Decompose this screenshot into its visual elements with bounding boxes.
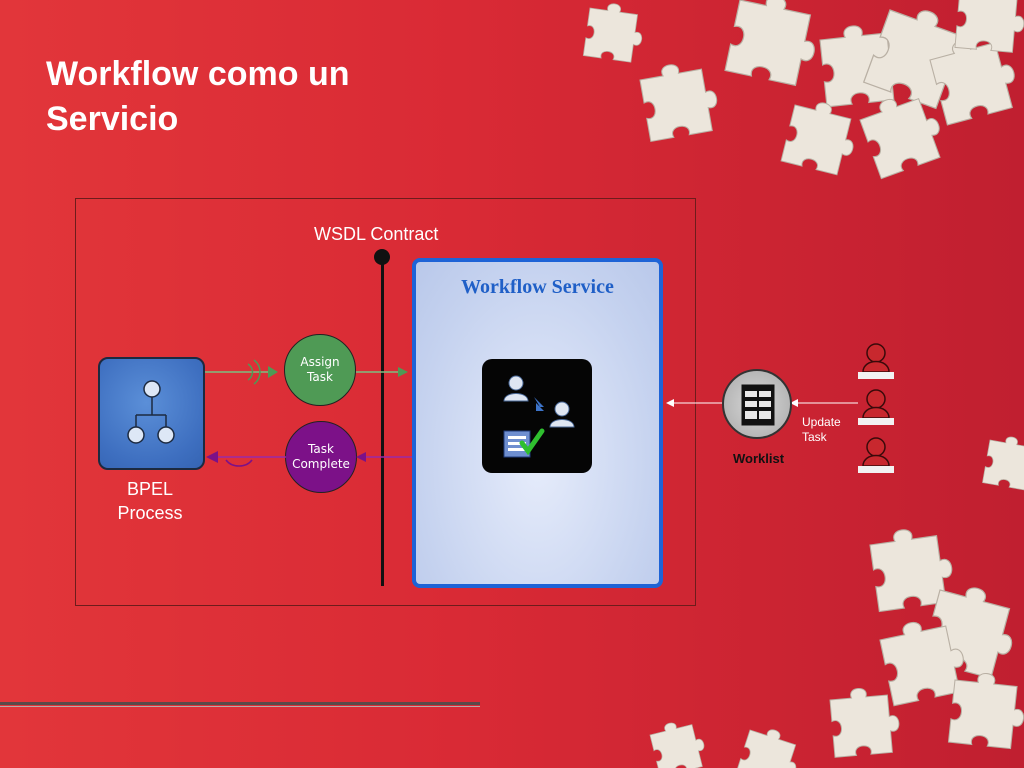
footer-divider-highlight [0, 706, 480, 707]
wsdl-endpoint-dot [374, 249, 390, 265]
workflow-service-title: Workflow Service [461, 276, 614, 298]
workflow-service-box: Workflow Service [412, 258, 663, 588]
wsdl-contract-label: WSDL Contract [314, 224, 439, 244]
user-icon [858, 343, 894, 379]
worklist-icon [741, 384, 775, 426]
assign-task-label: Assign Task [300, 355, 340, 384]
assign-arrow [205, 359, 408, 385]
slide-title: Workflow como un Servicio [46, 55, 350, 138]
process-tree-icon [127, 380, 175, 444]
checklist-approved-icon [503, 428, 545, 458]
task-icon-box [482, 359, 592, 473]
user-icon [858, 389, 894, 425]
task-complete-node: Task Complete [285, 421, 357, 493]
user-icon [858, 437, 894, 473]
bpel-process-label: BPEL Process [117, 479, 183, 523]
worklist-node [722, 369, 792, 439]
bpel-process-box [98, 357, 205, 470]
task-complete-label: Task Complete [292, 442, 350, 471]
worklist-label: Worklist [733, 451, 785, 466]
assign-task-node: Assign Task [284, 334, 356, 406]
diagram-frame [75, 198, 696, 606]
worklist-arrow [666, 399, 858, 407]
wsdl-contract-line [381, 258, 384, 586]
footer-divider [0, 702, 480, 705]
complete-arrow [206, 451, 412, 467]
user-assign-icon [503, 375, 575, 458]
update-task-label: Update Task [802, 415, 841, 444]
